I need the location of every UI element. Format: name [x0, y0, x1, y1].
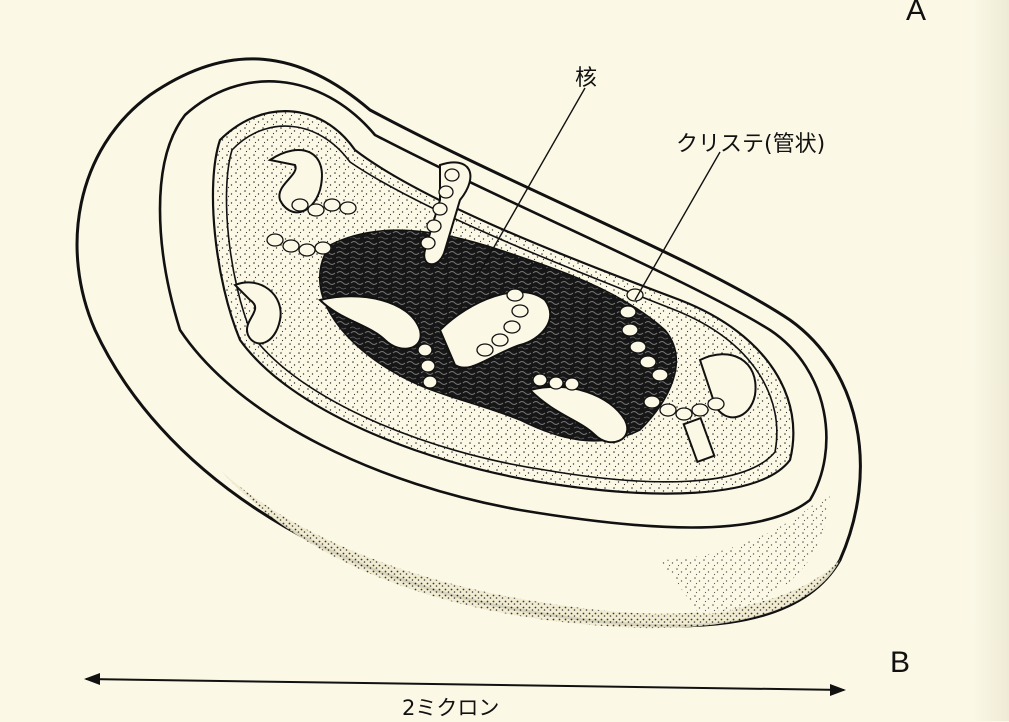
cristae-label: クリステ(管状)	[676, 132, 826, 157]
scale-label: 2ミクロン	[402, 696, 500, 720]
scale-arrow-left	[84, 673, 100, 685]
scale-bar	[84, 673, 846, 696]
crista-tube-5	[528, 385, 629, 444]
inner-membrane	[225, 125, 778, 483]
corner-label-b: B	[890, 646, 911, 679]
corner-label-a: A	[906, 0, 927, 27]
crista-tube-4	[318, 295, 422, 350]
scale-arrow-right	[830, 684, 846, 696]
nucleus-label: 核	[575, 66, 598, 91]
outer-membrane-shading	[220, 470, 840, 629]
crista-tube-7	[233, 281, 282, 345]
crista-stub	[682, 416, 716, 464]
nucleus-leader-line	[477, 87, 586, 276]
cristae-leader-line	[634, 151, 721, 301]
crista-tube-2	[423, 161, 472, 266]
shell-speckle	[660, 490, 830, 615]
page-edge-shading	[973, 0, 1009, 721]
particle-chains	[266, 168, 725, 421]
